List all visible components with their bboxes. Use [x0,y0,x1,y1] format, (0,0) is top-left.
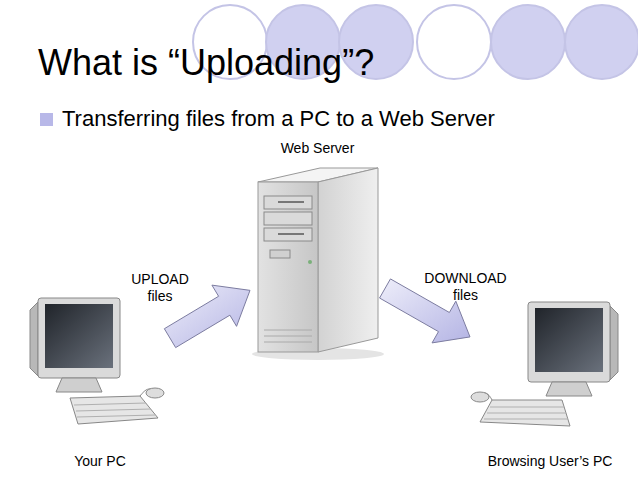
deco-circle [491,5,565,79]
deco-circle [565,5,638,79]
monitor-stand [546,382,592,396]
monitor-bezel [38,298,120,378]
drive-bay [264,196,312,209]
device-node: Your PC [30,290,170,470]
key-row [77,415,155,417]
drive-slot [278,233,304,235]
floppy-bay [270,250,290,258]
monitor-screen [535,308,603,372]
bullet-text: Transferring files from a PC to a Web Se… [62,106,632,132]
arrow-label: DOWNLOAD files [419,270,513,304]
device-label: Browsing User’s PC [488,453,613,470]
key-row [76,409,151,411]
device-label: Your PC [74,453,126,470]
monitor-back [610,306,618,380]
bullet-square [40,113,53,126]
right-computer [471,302,618,426]
left-computer [30,298,164,424]
server-tower [252,168,384,360]
vent-line [264,330,312,331]
arrow-label: UPLOAD files [127,271,193,305]
mouse [146,388,164,398]
drive-slot [278,201,304,203]
monitor-bezel [528,302,610,382]
keyboard [70,396,158,424]
device-node: Browsing User’s PC [470,295,630,470]
monitor-stand [56,378,102,392]
slide-title: What is “Uploading”? [38,42,374,84]
drive-bay [264,212,312,225]
key-row [484,419,568,420]
power-led [308,260,312,264]
device-label: Web Server [281,140,355,157]
transfer-arrow [164,285,250,347]
vent-line [264,342,312,343]
key-row [74,403,146,405]
vent-line [264,336,312,337]
tower-side [318,168,378,352]
mouse [471,392,489,402]
key-row [490,407,564,408]
keyboard [480,400,570,426]
drive-bay [264,228,312,241]
deco-circle [417,5,491,79]
tower-front [258,182,318,352]
monitor-back [30,302,38,376]
key-row [487,413,566,414]
monitor-screen [45,304,113,368]
device-node: Web Server [250,140,385,360]
